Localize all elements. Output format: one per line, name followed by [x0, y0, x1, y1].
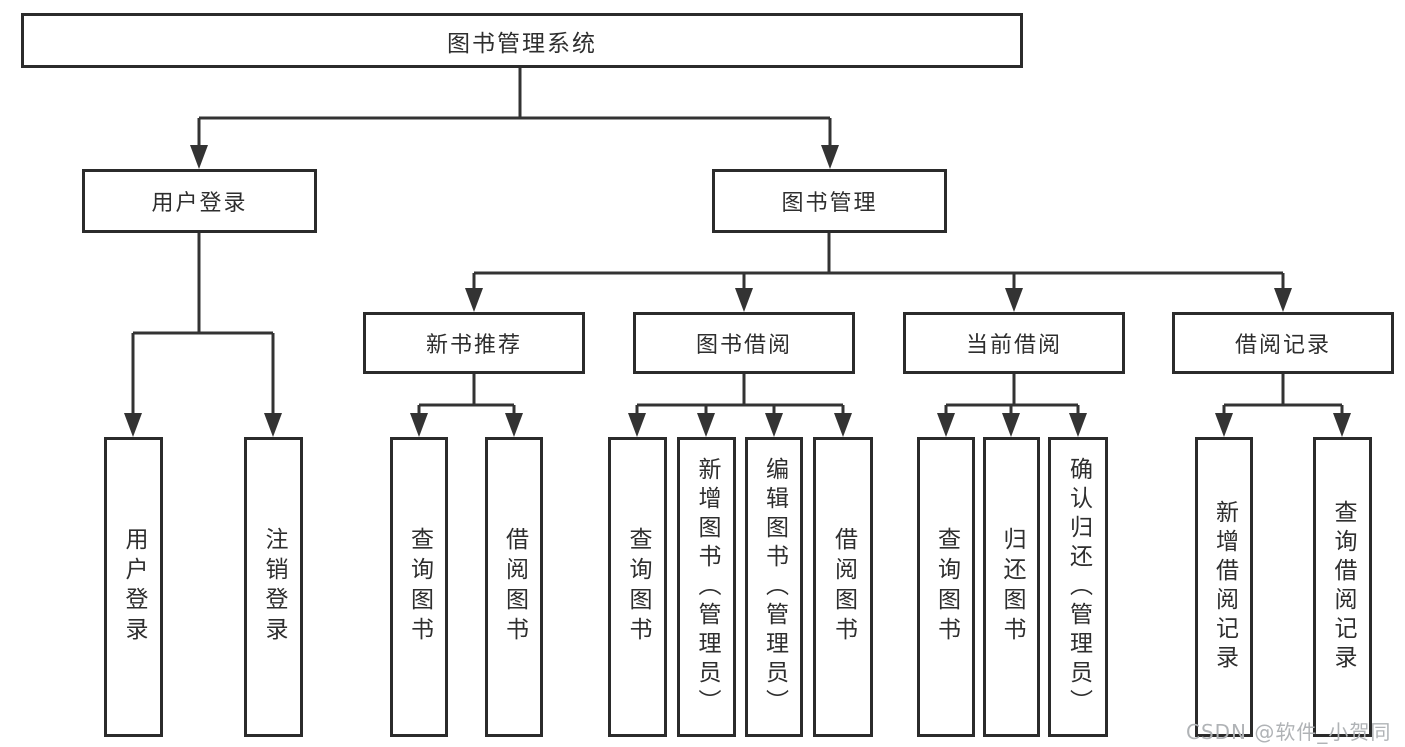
leaf-add-books-admin: 新增图书（管理员） [677, 437, 736, 737]
watermark: CSDN @软件_小贺同学 [1186, 720, 1392, 744]
leaf-borrow-books: 借阅图书 [813, 437, 873, 737]
node-book-borrow: 图书借阅 [633, 312, 855, 374]
node-current-borrow: 当前借阅 [903, 312, 1125, 374]
leaf-add-borrow-record: 新增借阅记录 [1195, 437, 1253, 737]
leaf-query-books-recommend: 查询图书 [390, 437, 448, 737]
node-user-login: 用户登录 [82, 169, 317, 233]
leaf-return-books: 归还图书 [983, 437, 1040, 737]
leaf-user-login: 用户登录 [104, 437, 163, 737]
leaf-edit-books-admin: 编辑图书（管理员） [745, 437, 803, 737]
leaf-confirm-return-admin: 确认归还（管理员） [1048, 437, 1108, 737]
node-borrow-records: 借阅记录 [1172, 312, 1394, 374]
node-new-book-recommend: 新书推荐 [363, 312, 585, 374]
leaf-borrow-books-recommend: 借阅图书 [485, 437, 543, 737]
leaf-query-borrow-record: 查询借阅记录 [1313, 437, 1372, 737]
leaf-logout: 注销登录 [244, 437, 303, 737]
node-book-management: 图书管理 [712, 169, 947, 233]
leaf-query-books-borrow: 查询图书 [608, 437, 667, 737]
leaf-query-books-current: 查询图书 [917, 437, 975, 737]
node-library-system: 图书管理系统 [21, 13, 1023, 68]
